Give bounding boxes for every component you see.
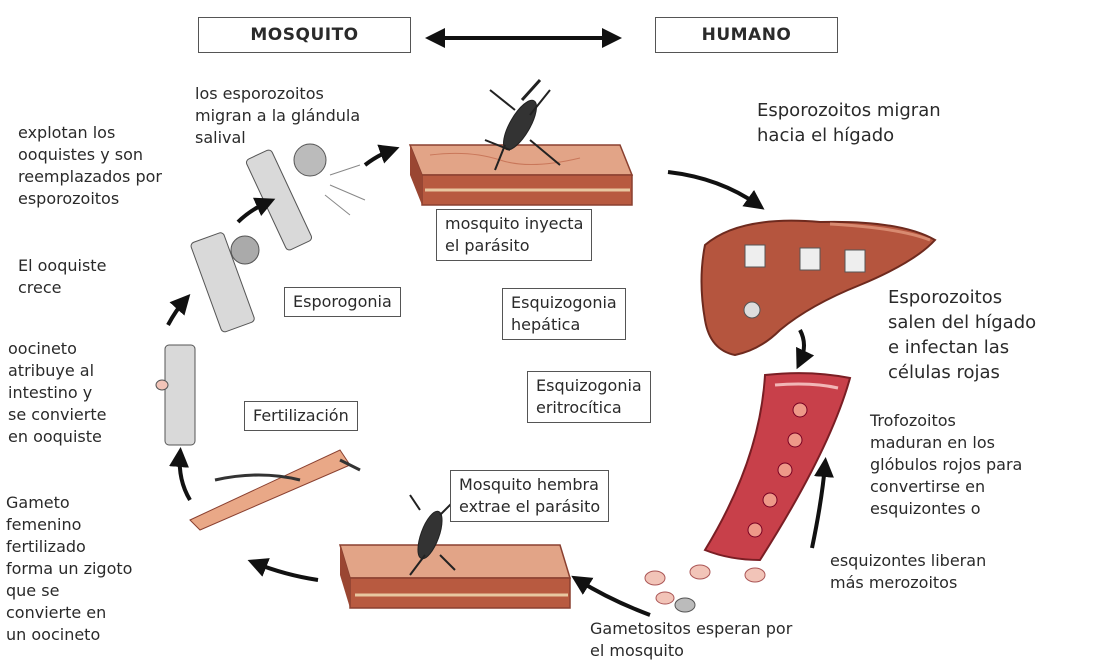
step-mosquito-hembra: Mosquito hembra extrae el parásito [450,470,609,522]
skin-block-bottom [340,545,570,608]
gut-cells-salivary-icon [245,144,365,251]
phase-esquizogonia-hepatica: Esquizogonia hepática [502,288,626,340]
text-esporozoitos-migran-higado: Esporozoitos migran hacia el hígado [757,98,941,148]
mosquito-fertilization-icon [190,450,360,530]
skin-block-top [410,145,632,205]
blood-vessel-icon [705,373,850,560]
human-host-label: HUMANO [655,17,838,53]
text-explotan-ooquistes: explotan los ooquistes y son reemplazado… [18,122,162,210]
text-esporozoitos-glandula: los esporozoitos migran a la glándula sa… [195,83,360,149]
text-gameto-femenino: Gameto femenino fertilizado forma un zig… [6,492,132,646]
gut-cells-ookinete-icon [156,345,195,445]
phase-esporogonia: Esporogonia [284,287,401,317]
phase-fertilizacion: Fertilización [244,401,358,431]
header-double-arrow [425,28,622,48]
text-esquizontes-liberan: esquizontes liberan más merozoitos [830,550,986,594]
gut-cells-oocyst-icon [190,232,259,333]
text-oocineto: oocineto atribuye al intestino y se conv… [8,338,106,448]
step-mosquito-inyecta: mosquito inyecta el parásito [436,209,592,261]
text-trofozoitos: Trofozoitos maduran en los glóbulos rojo… [870,410,1022,520]
text-gametositos: Gametositos esperan por el mosquito [590,618,792,662]
phase-esquizogonia-eritrocitica: Esquizogonia eritrocítica [527,371,651,423]
text-ooquiste-crece: El ooquiste crece [18,255,106,299]
text-esporozoitos-salen: Esporozoitos salen del hígado e infectan… [888,285,1036,385]
gametocyte-cells-icon [645,565,765,612]
mosquito-host-label: MOSQUITO [198,17,411,53]
